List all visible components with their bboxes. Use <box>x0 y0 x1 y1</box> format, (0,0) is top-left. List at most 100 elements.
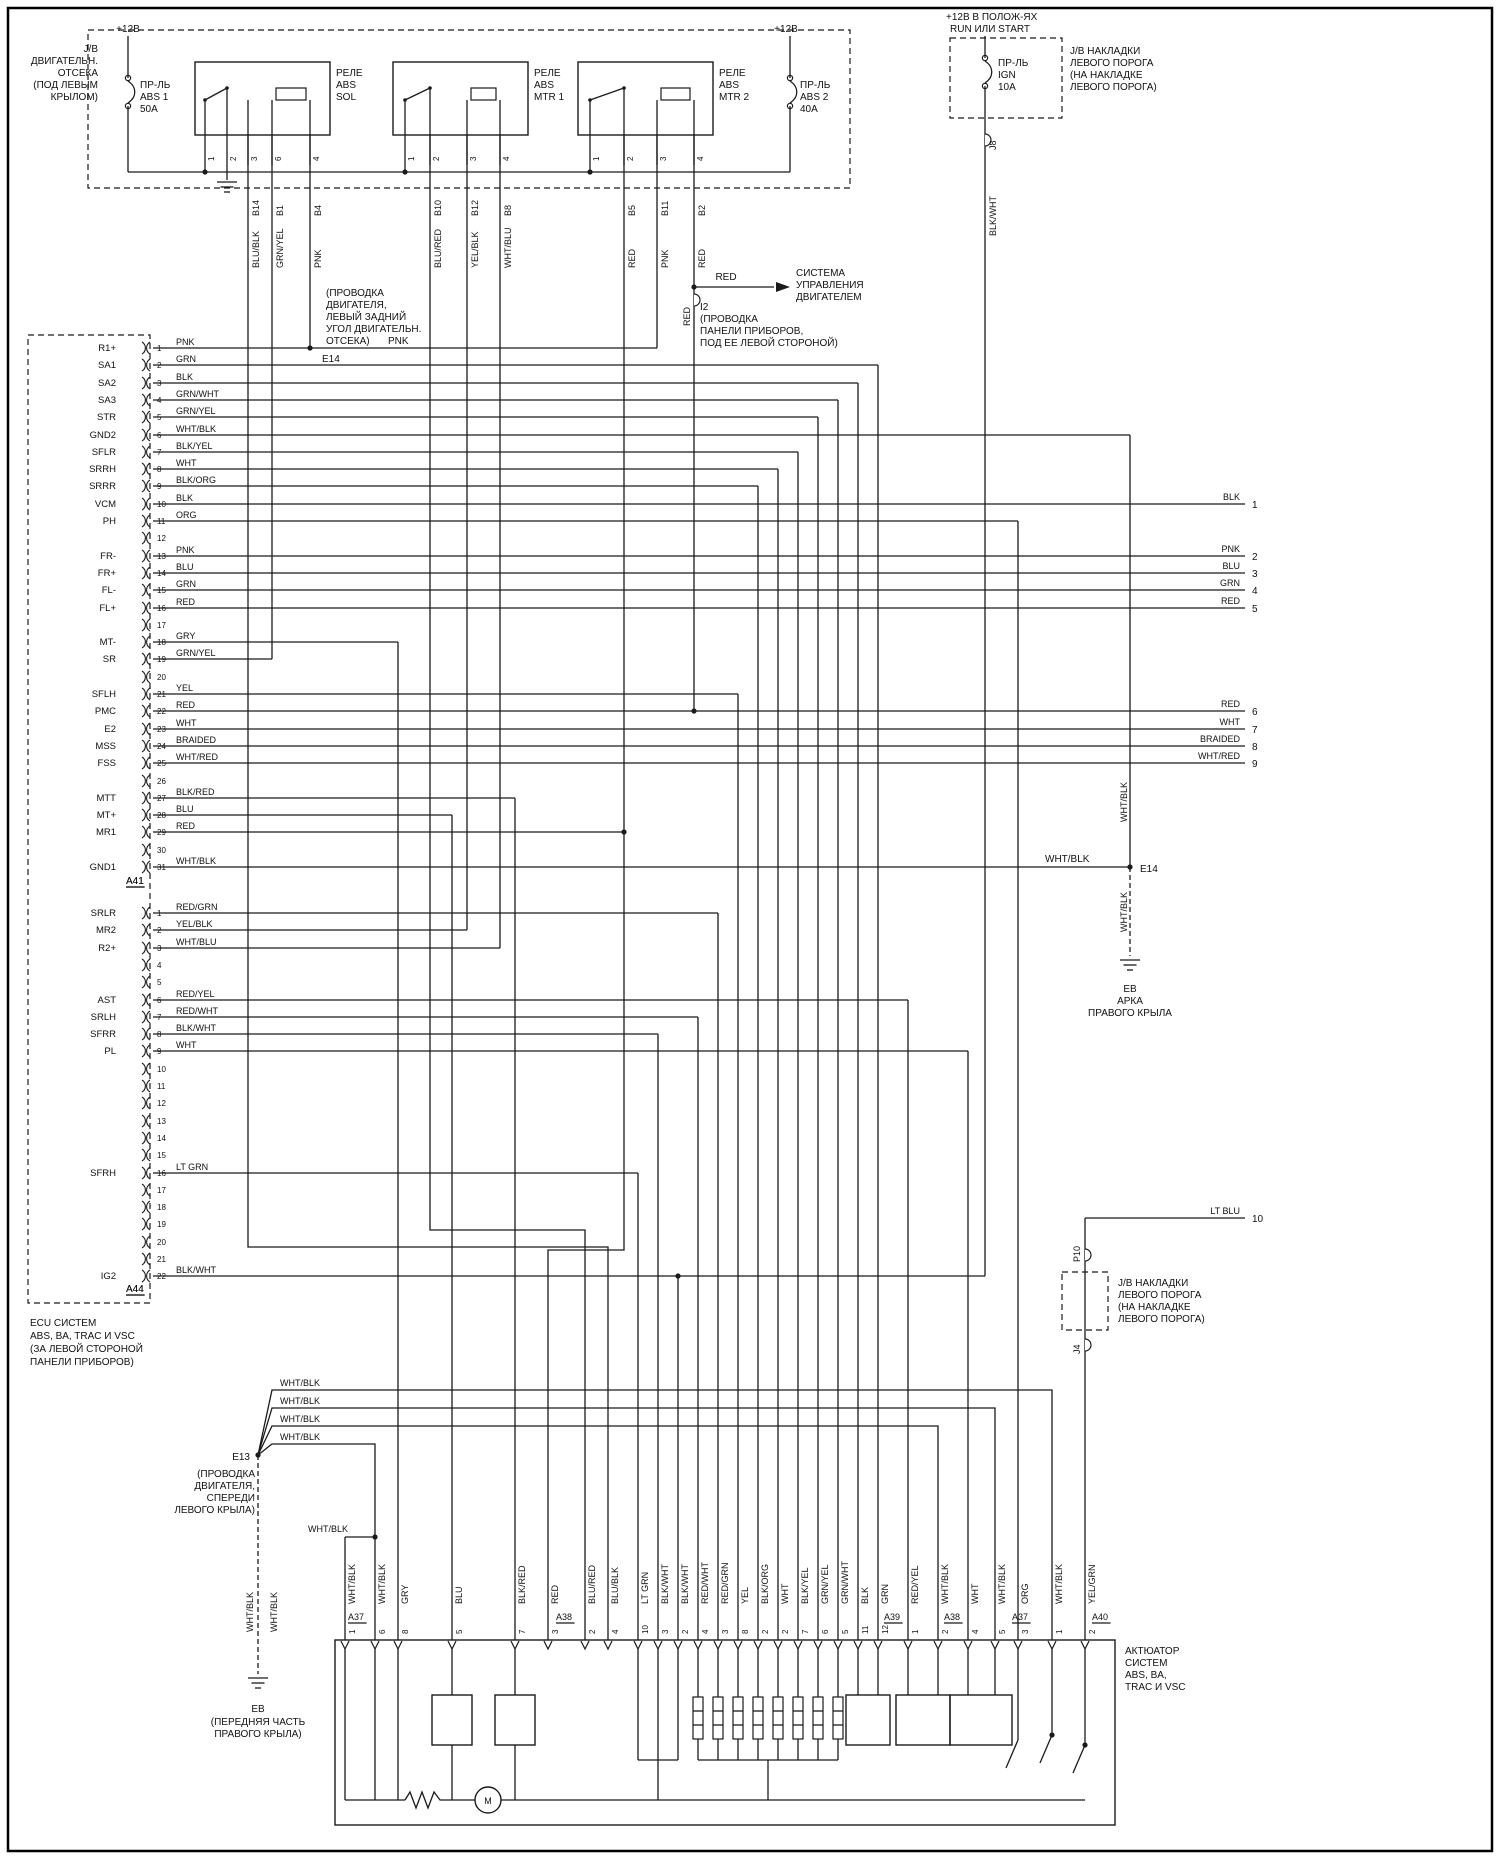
ecu-pin-bracket <box>146 1269 151 1283</box>
diagram-label: АКТЮАТОР <box>1125 1646 1180 1657</box>
ecu-pin-bracket <box>146 923 151 937</box>
ecu-signal-label: SFLH <box>92 689 116 700</box>
diagram-label: J/B НАКЛАДКИ <box>1118 1278 1188 1289</box>
wire-color-label: WHT/BLU <box>176 937 217 947</box>
wire-color-label: WHT/BLK <box>940 1564 950 1604</box>
ecu-pin-number: 5 <box>157 978 162 987</box>
ecu-pin-number: 9 <box>157 1047 162 1056</box>
wire-color-label: GRN <box>176 579 196 589</box>
ecu-pin-number: 6 <box>157 431 162 440</box>
ecu-pin-bracket <box>146 843 151 857</box>
relay-pin-number: 2 <box>432 156 441 161</box>
diagram-label: +12В <box>116 24 140 35</box>
ecu-pin-number: 17 <box>157 1186 166 1195</box>
actuator-pin-number: 4 <box>611 1629 620 1634</box>
ecu-pin-number: 11 <box>157 517 166 526</box>
diagram-label: (ПРОВОДКА <box>700 314 758 325</box>
ecu-pin-bracket <box>141 1183 146 1197</box>
actuator-pin-chevron-icon <box>633 1640 643 1651</box>
wire-polyline <box>247 135 609 1640</box>
ecu-pin-number: 2 <box>157 361 162 370</box>
ecu-pin-bracket <box>141 479 146 493</box>
ecu-signal-label: VCM <box>95 499 116 510</box>
ecu-pin-bracket <box>146 497 151 511</box>
diagram-label-rotated: WHT/BLK <box>1119 892 1129 932</box>
ecu-pin-number: 16 <box>157 1169 166 1178</box>
diagram-label-rotated: WHT/BLK <box>1119 782 1129 822</box>
ecu-pin-number: 13 <box>157 552 166 561</box>
wire-color-label: BLK/RED <box>176 787 215 797</box>
ecu-pin-bracket <box>141 1062 146 1076</box>
ecu-pin-bracket <box>146 376 151 390</box>
ecu-pin-number: 6 <box>157 996 162 1005</box>
diagram-label: СИСТЕМА <box>796 268 845 279</box>
ecu-pin-bracket <box>146 1114 151 1128</box>
diagram-label: ДВИГАТЕЛЕМ <box>796 292 862 303</box>
ecu-signal-label: SRLH <box>91 1012 116 1023</box>
dashed-box <box>27 334 151 1304</box>
ecu-pin-bracket <box>146 670 151 684</box>
diagram-label: WHT/BLK <box>280 1432 320 1442</box>
actuator-pin-chevron-icon <box>990 1640 1000 1651</box>
diagram-label: (НА НАКЛАДКЕ <box>1070 70 1143 81</box>
relay-contact-pivot <box>225 86 229 90</box>
ecu-pin-number: 19 <box>157 1220 166 1229</box>
ecu-pin-number: 22 <box>157 707 166 716</box>
diagram-label: WHT/BLK <box>1045 854 1090 865</box>
ecu-pin-bracket <box>141 906 146 920</box>
ecu-signal-label: MR1 <box>96 827 116 838</box>
ecu-pin-bracket <box>141 635 146 649</box>
diagram-label: A39 <box>884 1612 900 1622</box>
wire-color-label: RED <box>1221 699 1241 709</box>
ecu-pin-bracket <box>141 1200 146 1214</box>
dashed-box <box>949 37 1063 119</box>
exit-circuit-number: 7 <box>1252 725 1258 736</box>
wire-color-label: BLK/WHT <box>176 1265 217 1275</box>
exit-circuit-number: 2 <box>1252 552 1258 563</box>
wire-polyline <box>547 135 625 1640</box>
wire-color-label: RED <box>1221 596 1241 606</box>
diagram-label: EB <box>1123 984 1137 995</box>
relay-pin-number: 1 <box>207 156 216 161</box>
ecu-pin-bracket <box>146 618 151 632</box>
relay-pin-number: 4 <box>502 156 511 161</box>
exit-circuit-number: 1 <box>1252 500 1258 511</box>
diagram-label-rotated: B12 <box>470 200 480 216</box>
ecu-pin-bracket <box>146 358 151 372</box>
ecu-pin-number: 16 <box>157 604 166 613</box>
diagram-label: ПРАВОГО КРЫЛА) <box>214 1729 301 1740</box>
ecu-pin-bracket <box>141 531 146 545</box>
ecu-pin-bracket <box>141 993 146 1007</box>
ecu-pin-number: 18 <box>157 638 166 647</box>
diagram-label: УГОЛ ДВИГАТЕЛЬН. <box>326 324 421 335</box>
diagram-label-rotated: WHT/BLK <box>245 1592 255 1632</box>
actuator-pin-chevron-icon <box>543 1640 553 1651</box>
ecu-pin-bracket <box>141 774 146 788</box>
actuator-pin-chevron-icon <box>510 1640 520 1651</box>
diagram-label: ABS 2 <box>800 92 829 103</box>
actuator-pin-chevron-icon <box>340 1640 350 1651</box>
relay-contact-pivot <box>428 86 432 90</box>
diagram-label-rotated: PNK <box>313 249 323 268</box>
diagram-label: ЛЕВОГО ПОРОГА) <box>1070 82 1157 93</box>
wire-color-label: RED <box>176 597 196 607</box>
inline-connector-icon <box>1084 1248 1092 1262</box>
ecu-pin-bracket <box>141 722 146 736</box>
ecu-pin-number: 9 <box>157 482 162 491</box>
ecu-signal-label: R1+ <box>98 343 116 354</box>
actuator-pin-number: 3 <box>661 1629 670 1634</box>
wire-color-label: YEL/GRN <box>1087 1564 1097 1604</box>
diagram-label: E13 <box>232 1452 250 1463</box>
wire-color-label: RED <box>550 1584 560 1604</box>
diagram-label: ABS <box>534 80 554 91</box>
ecu-pin-bracket <box>141 1010 146 1024</box>
diagram-label: ABS 1 <box>140 92 169 103</box>
ecu-pin-number: 25 <box>157 759 166 768</box>
diagram-label: (ПРОВОДКА <box>326 288 384 299</box>
diagram-label: +12В <box>774 24 798 35</box>
diagram-label: АРКА <box>1117 996 1143 1007</box>
junction-dot <box>402 169 408 175</box>
wire-color-label: WHT/BLK <box>176 424 216 434</box>
